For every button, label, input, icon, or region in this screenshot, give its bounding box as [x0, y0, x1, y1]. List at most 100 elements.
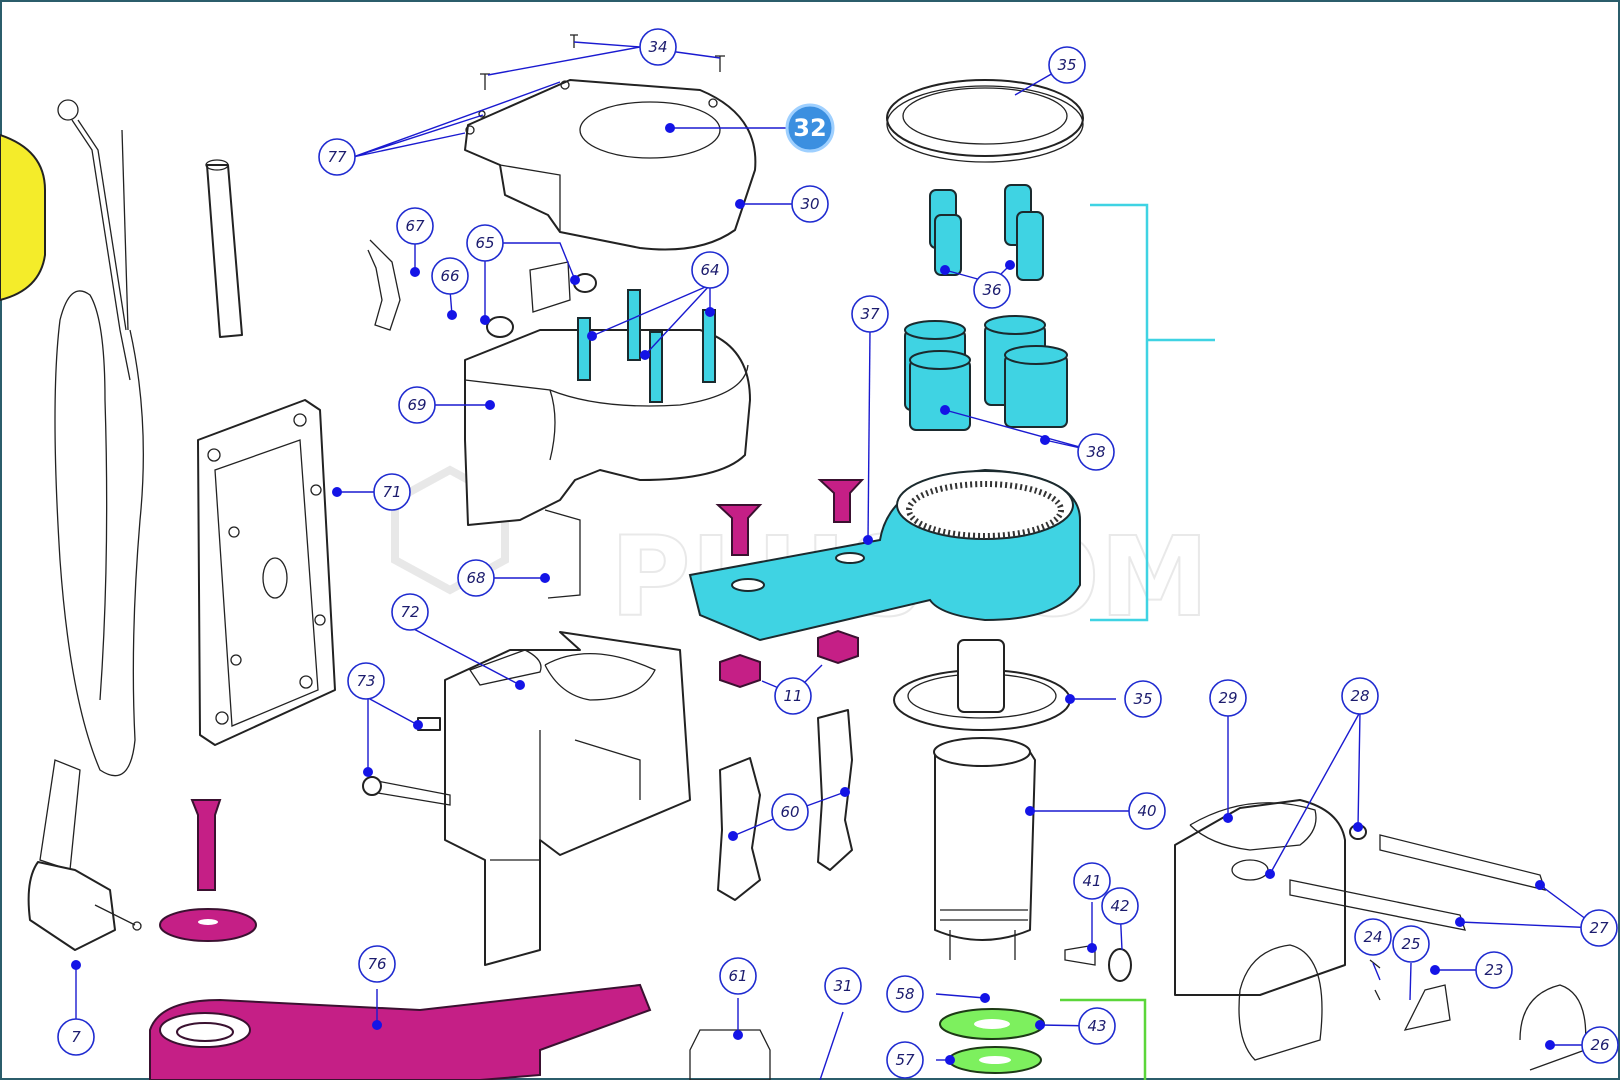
- svg-text:61: 61: [728, 967, 747, 985]
- svg-text:42: 42: [1110, 897, 1129, 915]
- svg-text:29: 29: [1218, 689, 1237, 707]
- svg-text:31: 31: [833, 977, 852, 995]
- callout-24: 24: [1354, 918, 1392, 956]
- part-top-cover: [464, 79, 757, 251]
- svg-text:40: 40: [1137, 802, 1156, 820]
- svg-text:57: 57: [895, 1051, 915, 1069]
- callout-28: 28: [1341, 677, 1379, 715]
- part-ring-gear-arm: [688, 468, 1081, 642]
- callout-73: 73: [347, 662, 385, 700]
- callout-32-highlighted[interactable]: 32: [785, 103, 835, 153]
- svg-text:58: 58: [895, 985, 914, 1003]
- svg-text:73: 73: [356, 672, 375, 690]
- part-magenta-arm: [149, 983, 652, 1080]
- part-bolts-73: [362, 717, 451, 806]
- callout-25: 25: [1392, 925, 1430, 963]
- callout-35-motor: 35: [1124, 680, 1162, 718]
- part-gaskets: [717, 709, 853, 901]
- part-power-cord: [27, 99, 144, 951]
- svg-text:37: 37: [860, 305, 880, 323]
- callout-65: 65: [466, 224, 504, 262]
- part-seal-ring-top: [886, 79, 1084, 163]
- part-planet-pins: [929, 184, 1044, 281]
- green-bracket: [1060, 998, 1147, 1080]
- callout-27: 27: [1580, 909, 1618, 947]
- svg-text:34: 34: [648, 38, 667, 56]
- svg-text:67: 67: [405, 217, 425, 235]
- callout-38: 38: [1077, 433, 1115, 471]
- svg-text:41: 41: [1082, 872, 1101, 890]
- part-gear-housing: [464, 261, 751, 599]
- callout-72: 72: [391, 593, 429, 631]
- callout-67: 67: [396, 207, 434, 245]
- callout-57: 57: [886, 1041, 924, 1079]
- callout-76: 76: [358, 945, 396, 983]
- callout-36: 36: [973, 271, 1011, 309]
- svg-text:11: 11: [783, 687, 802, 705]
- callout-40: 40: [1128, 792, 1166, 830]
- leader-dots: [71, 123, 1555, 1065]
- part-bottom-clips: [689, 1029, 771, 1080]
- svg-text:27: 27: [1589, 919, 1609, 937]
- svg-text:32: 32: [793, 114, 826, 142]
- callout-64: 64: [691, 251, 729, 289]
- callout-68: 68: [457, 559, 495, 597]
- svg-text:26: 26: [1590, 1036, 1609, 1054]
- callout-30: 30: [791, 185, 829, 223]
- svg-text:35: 35: [1057, 56, 1076, 74]
- svg-text:7: 7: [71, 1028, 81, 1046]
- callout-77: 77: [318, 138, 356, 176]
- part-magenta-fasteners: [159, 479, 865, 942]
- part-tube: [205, 159, 243, 338]
- svg-text:36: 36: [982, 281, 1001, 299]
- cyan-bracket: [1090, 203, 1215, 622]
- svg-text:38: 38: [1086, 443, 1105, 461]
- part-motor: [893, 639, 1071, 960]
- callout-69: 69: [398, 386, 436, 424]
- svg-text:71: 71: [382, 483, 401, 501]
- callout-41: 41: [1073, 862, 1111, 900]
- part-small-fasteners-right: [1064, 944, 1451, 1031]
- callout-37: 37: [851, 295, 889, 333]
- callout-42: 42: [1101, 887, 1139, 925]
- svg-text:28: 28: [1350, 687, 1369, 705]
- callout-23: 23: [1475, 951, 1513, 989]
- svg-text:66: 66: [440, 267, 459, 285]
- part-clip: [367, 239, 401, 331]
- svg-text:43: 43: [1087, 1017, 1106, 1035]
- callout-29: 29: [1209, 679, 1247, 717]
- svg-text:77: 77: [327, 148, 347, 166]
- part-bracket-base: [444, 631, 691, 966]
- callout-58: 58: [886, 975, 924, 1013]
- callout-34: 34: [639, 28, 677, 66]
- part-green-washers: [939, 1008, 1045, 1074]
- callout-43: 43: [1078, 1007, 1116, 1045]
- callout-61: 61: [719, 957, 757, 995]
- callout-60: 60: [771, 793, 809, 831]
- callout-35-top: 35: [1048, 46, 1086, 84]
- svg-text:69: 69: [407, 396, 426, 414]
- svg-text:72: 72: [400, 603, 419, 621]
- svg-text:64: 64: [700, 261, 719, 279]
- svg-text:76: 76: [367, 955, 386, 973]
- callout-71: 71: [373, 473, 411, 511]
- svg-text:25: 25: [1401, 935, 1420, 953]
- callout-26: 26: [1581, 1026, 1619, 1064]
- svg-text:23: 23: [1484, 961, 1503, 979]
- svg-text:60: 60: [780, 803, 799, 821]
- callout-7: 7: [57, 1018, 95, 1056]
- part-planet-gears: [904, 315, 1068, 431]
- svg-text:30: 30: [800, 195, 819, 213]
- part-screws-34: [480, 34, 725, 90]
- svg-text:65: 65: [475, 234, 494, 252]
- callout-11: 11: [774, 677, 812, 715]
- svg-text:68: 68: [466, 569, 485, 587]
- callout-66: 66: [431, 257, 469, 295]
- part-cover-plate: [197, 399, 336, 746]
- part-yellow-cap: [0, 133, 46, 302]
- callout-31: 31: [824, 967, 862, 1005]
- svg-text:24: 24: [1363, 928, 1382, 946]
